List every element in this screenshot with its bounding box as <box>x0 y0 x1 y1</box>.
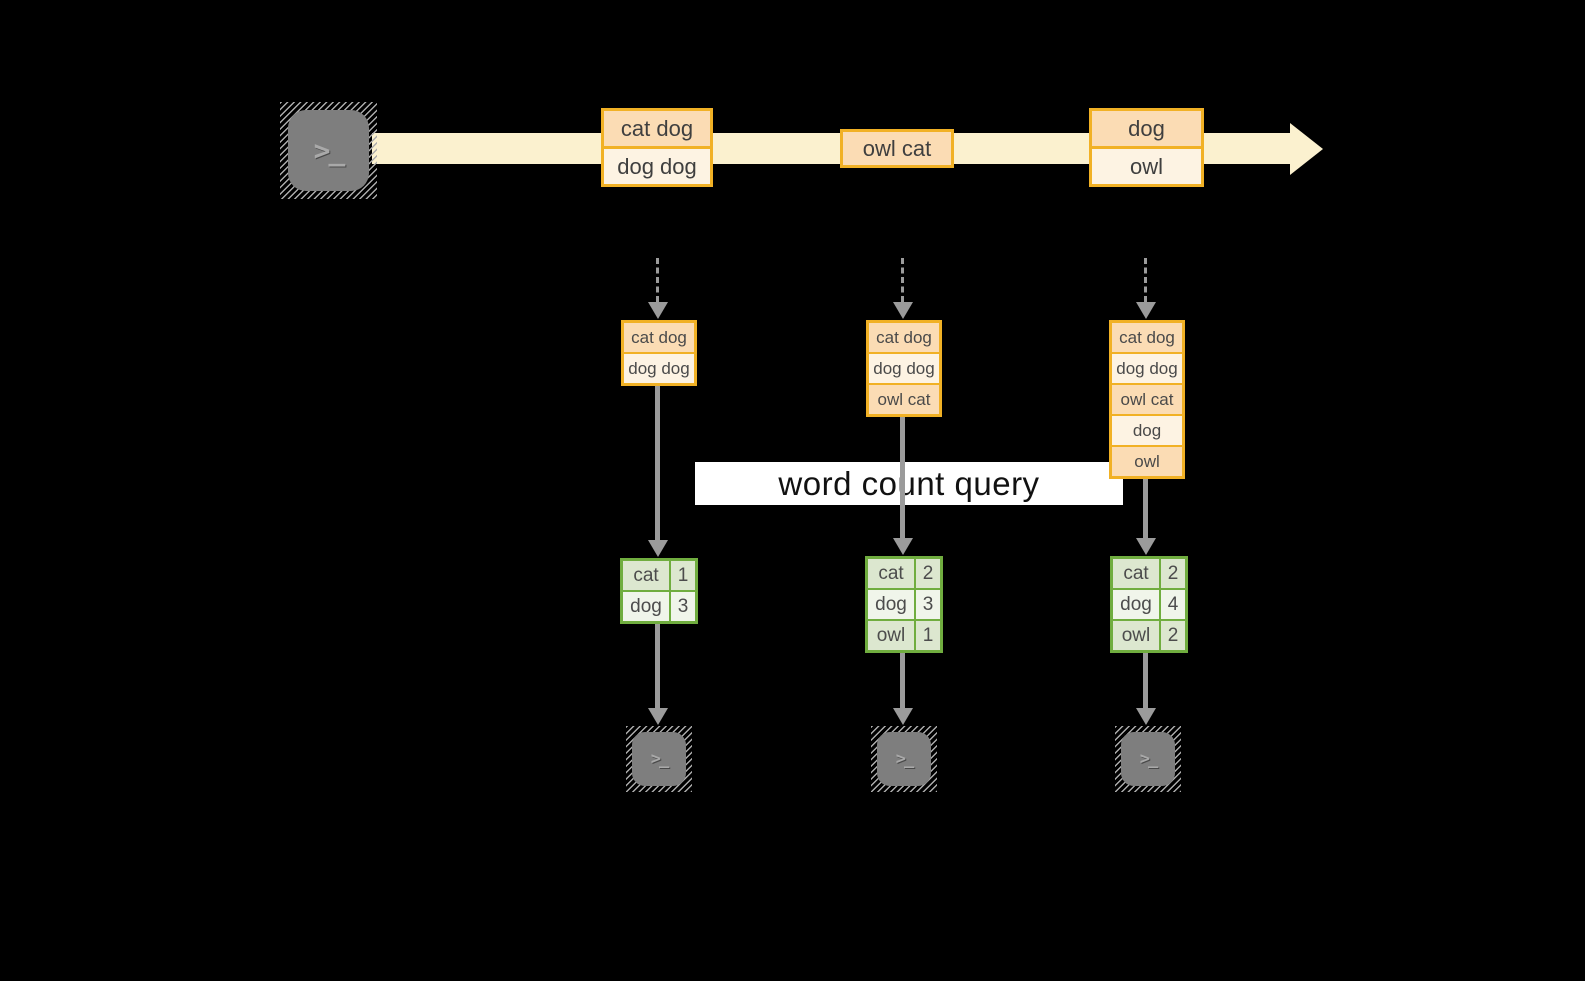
word-cell: owl <box>1113 621 1159 650</box>
query-input-arrow <box>1143 479 1148 538</box>
terminal-icon-body: >_ <box>632 732 686 786</box>
count-cell: 1 <box>671 561 695 590</box>
count-cell: 3 <box>916 590 940 619</box>
query-input-arrowhead <box>648 540 668 557</box>
terminal-prompt-glyph: >_ <box>1139 749 1159 769</box>
result-arrowhead <box>648 708 668 725</box>
output-terminal-icon: >_ <box>1115 726 1181 792</box>
word-cell: dog <box>1113 590 1159 619</box>
result-arrowhead <box>893 708 913 725</box>
event-cell: cat dog <box>604 111 710 146</box>
window-cell: owl <box>1112 447 1182 476</box>
count-cell: 2 <box>916 559 940 588</box>
query-input-arrow <box>900 417 905 538</box>
event-cell: owl cat <box>843 132 951 165</box>
result-arrow <box>655 624 660 708</box>
window-assign-arrowhead <box>1136 302 1156 319</box>
word-count-table: cat 1 dog 3 <box>620 558 698 624</box>
query-label: word count query <box>695 462 1123 505</box>
window-cell: cat dog <box>624 323 694 352</box>
count-cell: 4 <box>1161 590 1185 619</box>
result-arrowhead <box>1136 708 1156 725</box>
window-assign-arrowhead <box>893 302 913 319</box>
window-buffer: cat dog dog dog owl cat <box>866 320 942 417</box>
window-assign-arrow <box>1144 258 1147 302</box>
word-cell: dog <box>868 590 914 619</box>
terminal-prompt-glyph: >_ <box>895 749 915 769</box>
window-cell: cat dog <box>1112 323 1182 352</box>
window-cell: owl cat <box>869 385 939 414</box>
window-cell: dog dog <box>869 354 939 383</box>
result-arrow <box>1143 653 1148 708</box>
output-terminal-icon: >_ <box>626 726 692 792</box>
word-cell: cat <box>868 559 914 588</box>
event-box: dog owl <box>1089 108 1204 187</box>
query-input-arrow <box>655 386 660 540</box>
count-cell: 3 <box>671 592 695 621</box>
count-cell: 2 <box>1161 559 1185 588</box>
event-box: cat dog dog dog <box>601 108 713 187</box>
terminal-icon-body: >_ <box>288 110 369 191</box>
result-arrow <box>900 653 905 708</box>
terminal-icon-body: >_ <box>877 732 931 786</box>
window-cell: dog dog <box>1112 354 1182 383</box>
window-assign-arrow <box>901 258 904 302</box>
terminal-prompt-glyph: >_ <box>313 134 346 167</box>
word-count-table: cat 2 dog 3 owl 1 <box>865 556 943 653</box>
window-assign-arrowhead <box>648 302 668 319</box>
count-cell: 1 <box>916 621 940 650</box>
window-cell: owl cat <box>1112 385 1182 414</box>
terminal-icon-body: >_ <box>1121 732 1175 786</box>
window-buffer: cat dog dog dog <box>621 320 697 386</box>
terminal-prompt-glyph: >_ <box>650 749 670 769</box>
output-terminal-icon: >_ <box>871 726 937 792</box>
source-terminal-icon: >_ <box>280 102 377 199</box>
event-cell: owl <box>1092 149 1201 184</box>
window-cell: dog dog <box>624 354 694 383</box>
event-box: owl cat <box>840 129 954 168</box>
window-assign-arrow <box>656 258 659 302</box>
word-count-table: cat 2 dog 4 owl 2 <box>1110 556 1188 653</box>
event-cell: dog <box>1092 111 1201 146</box>
query-input-arrowhead <box>893 538 913 555</box>
query-input-arrowhead <box>1136 538 1156 555</box>
word-cell: dog <box>623 592 669 621</box>
event-cell: dog dog <box>604 149 710 184</box>
word-cell: owl <box>868 621 914 650</box>
window-buffer: cat dog dog dog owl cat dog owl <box>1109 320 1185 479</box>
count-cell: 2 <box>1161 621 1185 650</box>
word-cell: cat <box>1113 559 1159 588</box>
event-stream-arrowhead <box>1290 123 1323 175</box>
word-cell: cat <box>623 561 669 590</box>
window-cell: dog <box>1112 416 1182 445</box>
window-cell: cat dog <box>869 323 939 352</box>
